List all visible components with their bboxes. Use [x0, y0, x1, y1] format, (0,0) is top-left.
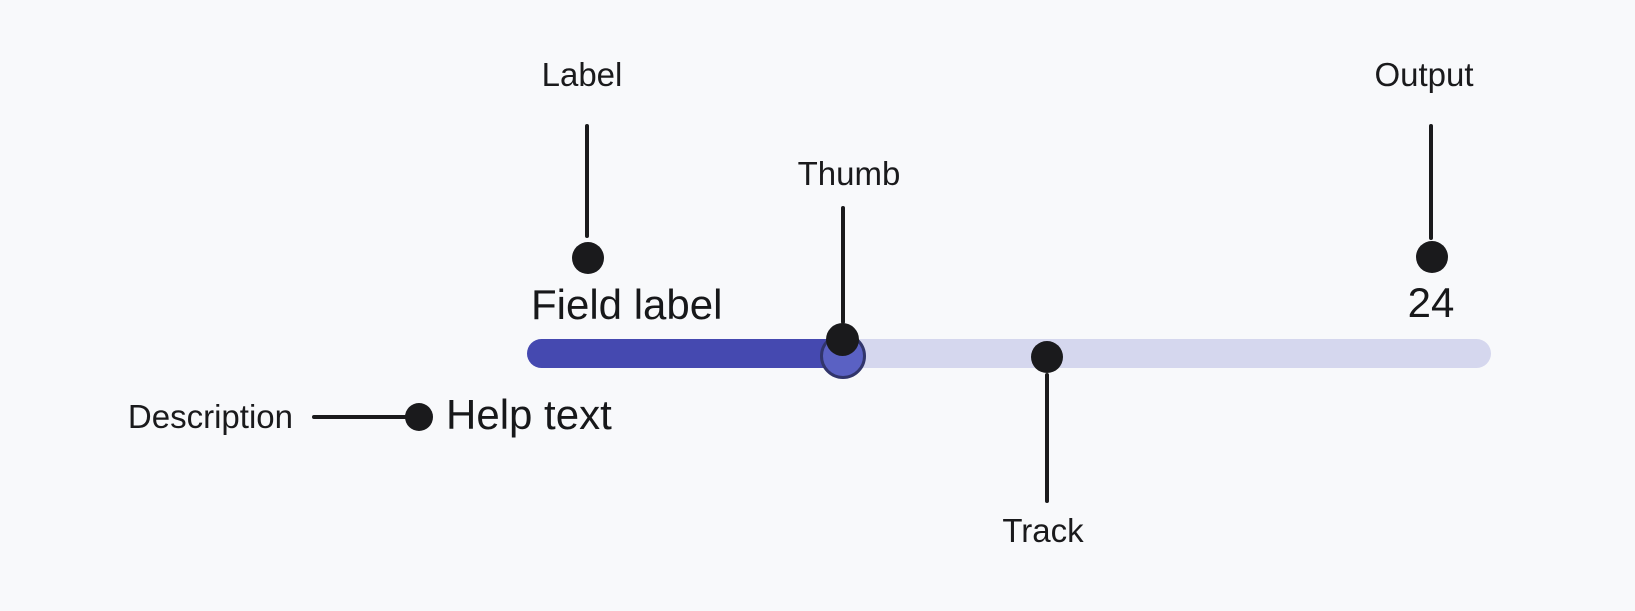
annotation-track-stem: [1045, 373, 1049, 503]
annotation-thumb-dot: [826, 323, 859, 356]
annotation-description-dot: [405, 403, 433, 431]
annotation-label-dot: [572, 242, 604, 274]
annotation-thumb-stem: [841, 206, 845, 324]
annotation-label-stem: [585, 124, 589, 238]
annotation-output-stem: [1429, 124, 1433, 240]
help-text: Help text: [446, 391, 612, 438]
annotation-description-stem: [312, 415, 413, 419]
output-value: 24: [1407, 279, 1455, 326]
annotation-description: Description: [127, 398, 293, 435]
annotation-track-dot: [1031, 341, 1063, 373]
annotation-output-dot: [1416, 241, 1448, 273]
annotation-label: Label: [541, 56, 623, 93]
annotation-output: Output: [1374, 56, 1474, 93]
slider-track-fill: [527, 339, 847, 368]
slider-track[interactable]: [527, 339, 1491, 368]
annotation-track: Track: [1002, 512, 1084, 549]
annotation-thumb: Thumb: [797, 155, 901, 192]
field-label: Field label: [531, 281, 723, 328]
